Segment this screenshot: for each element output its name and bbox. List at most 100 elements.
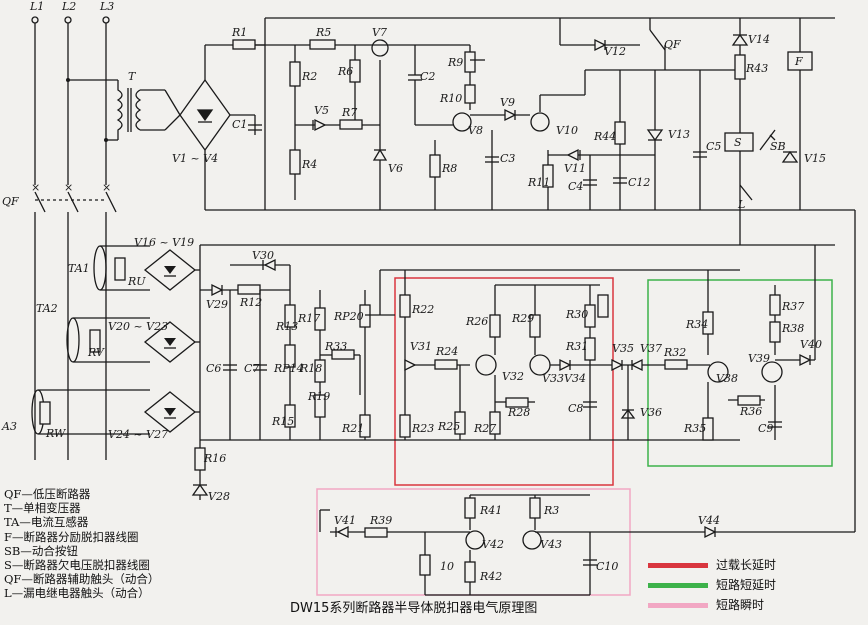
color-key-swatch (648, 563, 708, 568)
component-label: QF (2, 195, 19, 208)
component-label: S (734, 136, 742, 149)
color-key-label: 短路瞬时 (716, 598, 765, 612)
component-label: R32 (663, 346, 686, 359)
component-label: R9 (447, 56, 463, 69)
legend-item: F—断路器分励脱扣器线圈 (4, 529, 139, 544)
component-label: R30 (565, 308, 588, 321)
component-label: T (128, 70, 137, 83)
component-label: R27 (473, 422, 496, 435)
short-circuit-short-delay-box (647, 279, 833, 467)
component-label: V16 ~ V19 (134, 236, 194, 249)
svg-text:×: × (64, 181, 73, 194)
color-key-item: 过载长延时 (648, 556, 776, 573)
signal-section (200, 258, 740, 441)
component-label: V30 (252, 249, 274, 262)
component-label: R34 (685, 318, 708, 331)
component-label: R23 (411, 422, 434, 435)
component-label: 10 (440, 560, 454, 573)
component-label: C6 (206, 362, 221, 375)
component-label: L1 (29, 0, 44, 13)
component-label: R38 (781, 322, 804, 335)
component-label: RP14 (273, 362, 304, 375)
legend-item: SB—动合按钮 (4, 543, 78, 558)
component-label: TA1 (68, 262, 90, 275)
component-label: R44 (593, 130, 616, 143)
component-label: C3 (500, 152, 515, 165)
component-label: R35 (683, 422, 706, 435)
component-label: TA2 (36, 302, 58, 315)
component-label: V20 ~ V23 (108, 320, 168, 333)
component-label: R21 (341, 422, 364, 435)
component-label: C5 (706, 140, 721, 153)
component-label: V39 (748, 352, 770, 365)
component-label: L (737, 198, 745, 211)
component-label: V11 (564, 162, 586, 175)
legend-item: S—断路器欠电压脱扣器线圈 (4, 558, 150, 573)
component-label: C10 (596, 560, 618, 573)
component-label: RV (87, 346, 105, 359)
component-label: R7 (341, 106, 357, 119)
color-key-swatch (648, 583, 708, 588)
component-label: R4 (301, 158, 317, 171)
component-label: V6 (388, 162, 403, 175)
component-label: R17 (297, 312, 320, 325)
legend-item: TA—电流互感器 (4, 515, 89, 530)
component-label: V41 (334, 514, 356, 527)
component-label: V9 (500, 96, 515, 109)
overload-long-delay-box (394, 277, 614, 486)
component-label: V37 (640, 342, 662, 355)
component-label: V31 (410, 340, 432, 353)
component-label: R29 (511, 312, 534, 325)
component-label: R5 (315, 26, 331, 39)
component-label: R33 (324, 340, 347, 353)
color-key-item: 短路短延时 (648, 576, 776, 593)
component-label: QF (664, 38, 681, 51)
current-transformer-section (31, 210, 741, 500)
component-label: V10 (556, 124, 578, 137)
component-label: V43 (540, 538, 562, 551)
color-key-item: 短路瞬时 (648, 596, 764, 613)
component-label: R25 (437, 420, 460, 433)
legend-item: QF—低压断路器 (4, 487, 91, 501)
component-label: V33 (542, 372, 564, 385)
component-label: R26 (465, 315, 488, 328)
component-label: R37 (781, 300, 804, 313)
component-label: C4 (568, 180, 583, 193)
component-label: R16 (203, 452, 226, 465)
overload-circuit (399, 270, 609, 440)
legend-item: L—漏电继电器触头（动合） (4, 586, 150, 601)
svg-text:×: × (31, 181, 40, 194)
component-label: R13 (275, 320, 298, 333)
component-label: RP20 (333, 310, 364, 323)
component-label: C7 (244, 362, 259, 375)
component-label: V5 (314, 104, 329, 117)
coupling-diodes (600, 358, 660, 440)
component-label: R15 (271, 415, 294, 428)
component-label: R6 (337, 65, 353, 78)
component-label: F (794, 55, 803, 68)
component-label: R39 (369, 514, 392, 527)
component-label: V8 (468, 124, 483, 137)
component-label: L2 (61, 0, 76, 13)
component-label: R12 (239, 296, 262, 309)
color-key-label: 过载长延时 (716, 558, 777, 572)
instant-circuit (319, 209, 856, 596)
color-key-swatch (648, 603, 708, 608)
component-label: R19 (307, 390, 330, 403)
component-label: V34 (564, 372, 586, 385)
component-label: R28 (507, 406, 530, 419)
diagram-title: DW15系列断路器半导体脱扣器电气原理图 (290, 601, 538, 616)
transformer-bridge (116, 44, 255, 210)
component-label: V24 ~ V27 (108, 428, 168, 441)
component-label: R2 (301, 70, 317, 83)
component-label: A3 (1, 420, 17, 433)
legend-item: QF—断路器辅助触头（动合） (4, 572, 160, 587)
component-label: R8 (441, 162, 457, 175)
component-label: V15 (804, 152, 826, 165)
component-label: V29 (206, 298, 228, 311)
legend: QF—低压断路器 T—单相变压器 TA—电流互感器 F—断路器分励脱扣器线圈 S… (4, 487, 159, 601)
component-label: V35 (612, 342, 634, 355)
component-label: V1 ~ V4 (172, 152, 218, 165)
